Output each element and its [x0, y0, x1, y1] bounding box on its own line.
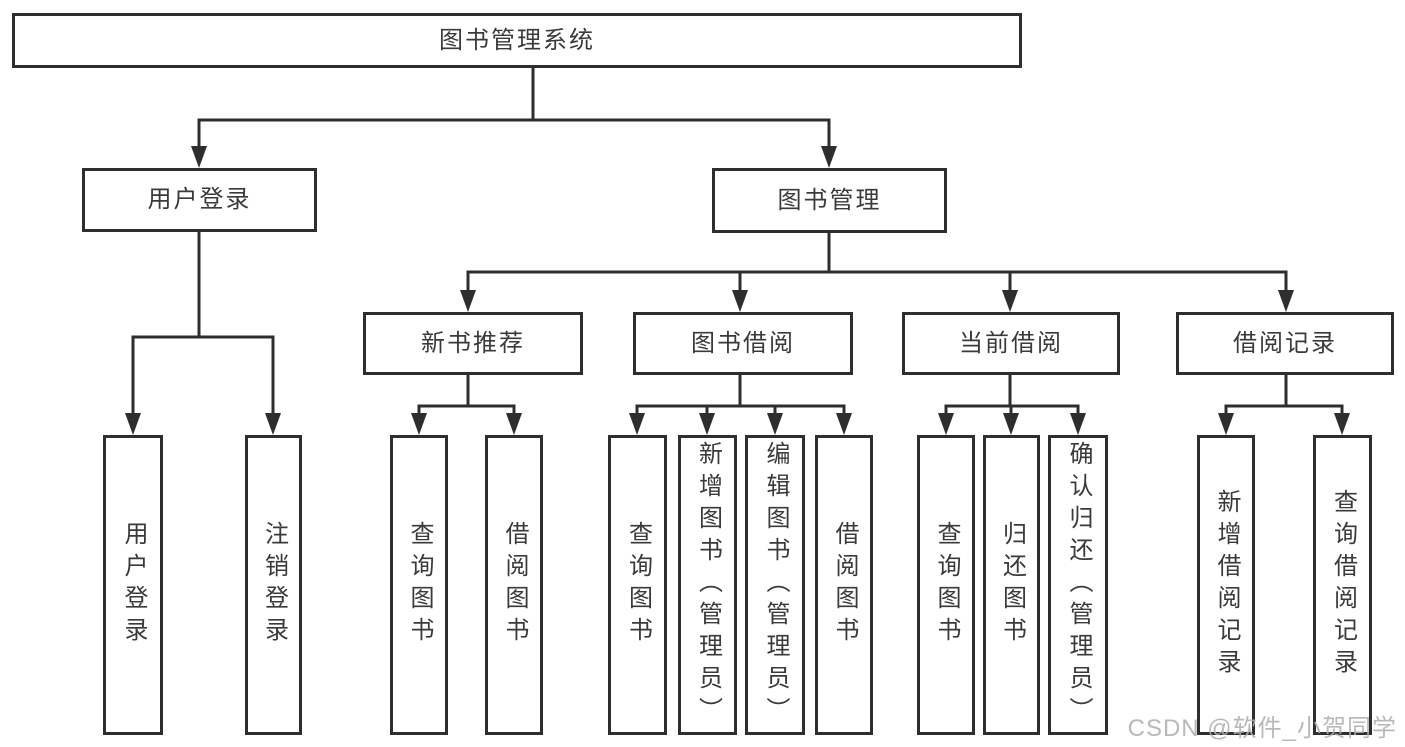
leaf-query-books: 查询图书: [390, 435, 448, 735]
leaf-add-books-admin: 新增图书（管理员）: [678, 435, 737, 735]
leaf-edit-books-admin: 编辑图书（管理员）: [745, 435, 805, 735]
node-label: 新增借阅记录: [1213, 489, 1240, 681]
node-label: 查询图书: [624, 521, 652, 649]
node-label: 借阅图书: [831, 521, 858, 649]
node-label: 用户登录: [147, 186, 252, 213]
leaf-query-borrow-record: 查询借阅记录: [1313, 435, 1372, 735]
leaf-return-books: 归还图书: [983, 435, 1040, 735]
leaf-logout: 注销登录: [245, 435, 302, 735]
node-label: 图书借阅: [691, 329, 795, 357]
node-label: 用户登录: [120, 521, 147, 649]
arrowhead-icons: [125, 146, 1350, 435]
leaf-query-books: 查询图书: [608, 435, 667, 735]
node-book-management: 图书管理: [712, 168, 947, 233]
node-label: 查询借阅记录: [1329, 489, 1357, 681]
node-label: 确认归还（管理员）: [1065, 441, 1092, 729]
node-label: 借阅图书: [501, 521, 528, 649]
leaf-confirm-return-admin: 确认归还（管理员）: [1048, 435, 1108, 735]
node-label: 查询图书: [406, 521, 433, 649]
node-label: 图书管理: [777, 186, 882, 214]
node-label: 归还图书: [998, 521, 1026, 649]
watermark: CSDN @软件_小贺同学: [1127, 715, 1397, 742]
node-current-borrowing: 当前借阅: [902, 312, 1120, 375]
leaf-add-borrow-record: 新增借阅记录: [1197, 435, 1255, 735]
node-user-login: 用户登录: [82, 168, 317, 232]
node-label: 新增图书（管理员）: [694, 441, 722, 729]
node-book-borrowing: 图书借阅: [633, 312, 853, 375]
node-borrowing-records: 借阅记录: [1176, 312, 1394, 375]
node-label: 当前借阅: [959, 329, 1063, 357]
node-label: 新书推荐: [421, 329, 525, 357]
leaf-borrow-books: 借阅图书: [485, 435, 543, 735]
node-new-book-recommendation: 新书推荐: [363, 312, 583, 375]
node-label: 借阅记录: [1233, 329, 1337, 357]
leaf-query-books: 查询图书: [917, 435, 975, 735]
node-label: 编辑图书（管理员）: [762, 441, 789, 729]
node-label: 注销登录: [260, 521, 288, 649]
leaf-borrow-books: 借阅图书: [815, 435, 873, 735]
node-library-management-system: 图书管理系统: [12, 13, 1022, 68]
leaf-user-login: 用户登录: [103, 435, 163, 735]
node-label: 图书管理系统: [439, 26, 595, 54]
node-label: 查询图书: [933, 521, 960, 649]
